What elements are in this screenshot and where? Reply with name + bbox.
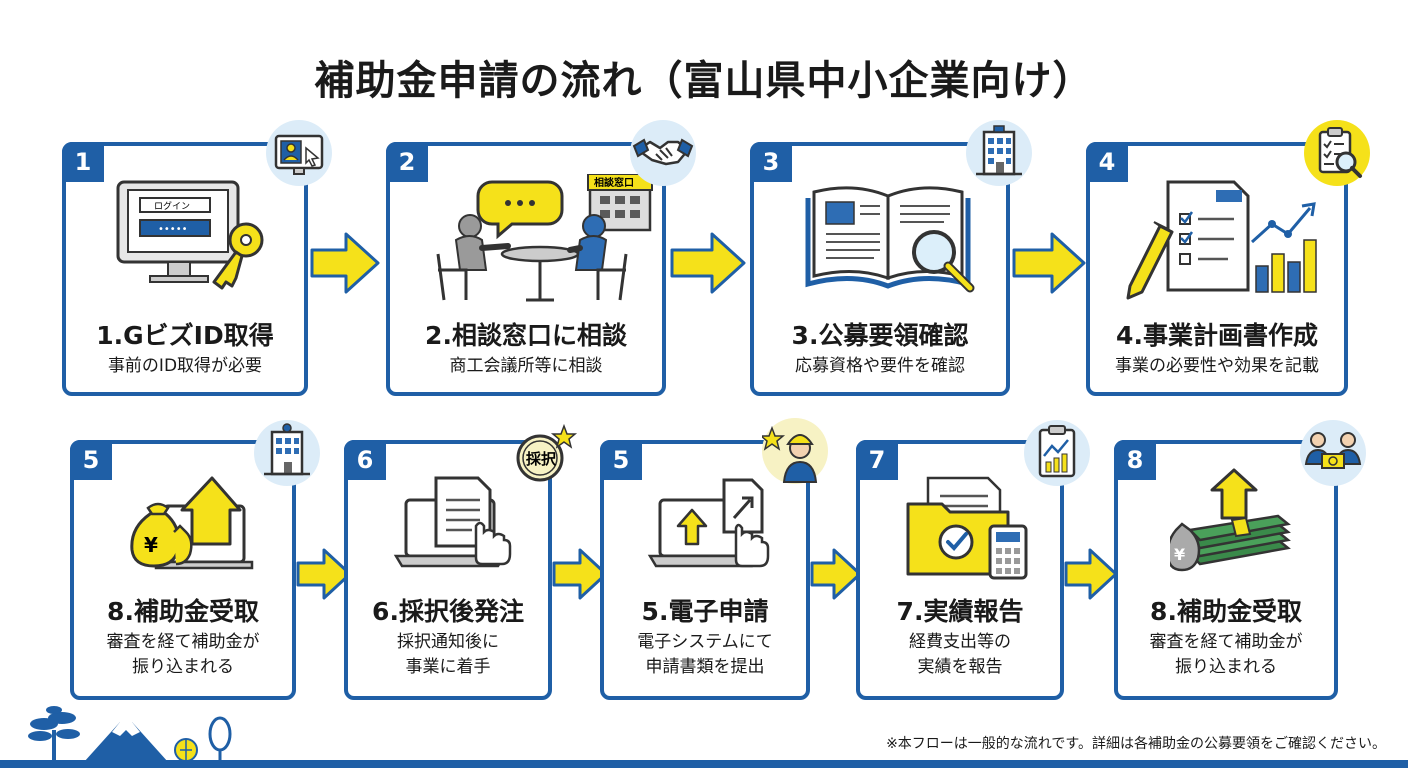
step-number: 4	[1086, 142, 1128, 182]
flow-arrow-6-5	[552, 548, 608, 600]
adoption-stamp-icon: 採択	[512, 420, 578, 486]
money-stack-illustration: ¥	[1170, 468, 1291, 572]
step-number: 5	[70, 440, 112, 480]
flow-arrow-7-8	[1064, 548, 1118, 600]
flow-arrow-2-3	[670, 232, 746, 294]
handshake-icon	[630, 120, 696, 186]
svg-text:¥: ¥	[144, 533, 158, 557]
worker-icon	[762, 418, 828, 484]
business-plan-illustration	[1126, 180, 1317, 300]
step-description: 商工会議所等に相談	[449, 356, 603, 376]
page-title: 補助金申請の流れ（富山県中小企業向け）	[314, 58, 1094, 104]
book-magnifier-illustration	[805, 186, 975, 293]
laptop-upload-illustration	[647, 478, 770, 568]
step-description-line: 実績を報告	[917, 657, 1003, 677]
step-card-7: 5 5.電子申請 電子システムにて 申請書類を提出	[600, 440, 810, 700]
adoption-stamp-text: 採択	[526, 450, 557, 468]
step-description-line: 採択通知後に	[397, 632, 499, 652]
step-title: 1.GビズID取得	[96, 321, 274, 350]
step-number: 5	[600, 440, 642, 480]
step-number: 1	[62, 142, 104, 182]
computer-user-icon	[266, 120, 332, 186]
money-bags-illustration: ¥	[130, 476, 254, 570]
step-description-line: 振り込まれる	[132, 657, 234, 677]
footer-band	[0, 760, 1408, 768]
step-number: 2	[386, 142, 428, 182]
step-description-line: 事業に着手	[405, 657, 491, 677]
toyama-scenery-illustration	[28, 706, 232, 762]
step-description: 応募資格や要件を確認	[795, 356, 965, 376]
clipboard-chart-icon	[1024, 420, 1090, 486]
step-description-line: 審査を経て補助金が	[1149, 632, 1303, 652]
step-title: 5.電子申請	[641, 597, 769, 626]
step-title: 8.補助金受取	[107, 597, 259, 626]
step-number: 7	[856, 440, 898, 480]
step-description: 事前のID取得が必要	[107, 356, 263, 376]
step-title: 4.事業計画書作成	[1116, 321, 1318, 350]
step-description-line: 経費支出等の	[909, 632, 1011, 652]
step-description-line: 審査を経て補助金が	[106, 632, 260, 652]
flow-arrow-1-2	[310, 232, 380, 294]
consultation-illustration: 相談窓口	[436, 174, 653, 302]
step-description-line: 申請書類を提出	[645, 657, 765, 677]
people-money-icon	[1300, 420, 1366, 486]
folder-calculator-illustration	[906, 476, 1028, 580]
step-title: 8.補助金受取	[1150, 597, 1302, 626]
office-building-icon	[966, 120, 1032, 186]
flow-arrow-5-7	[810, 548, 862, 600]
step-description-line: 振り込まれる	[1175, 657, 1277, 677]
footnote: ※本フローは一般的な流れです。詳細は各補助金の公募要領をご確認ください。	[886, 736, 1386, 752]
step-title: 2.相談窓口に相談	[425, 321, 627, 350]
step-card-1: 1 ログイン ••••• 1.GビズID取得 事前のID取得が必要	[62, 142, 308, 396]
step-title: 6.採択後発注	[372, 597, 524, 626]
step-description-line: 電子システムにて	[637, 632, 773, 652]
clipboard-search-icon	[1304, 120, 1370, 186]
flow-arrow-5-6	[296, 548, 352, 600]
consultation-sign: 相談窓口	[594, 176, 634, 189]
login-monitor-illustration: ログイン •••••	[116, 180, 264, 290]
step-title: 3.公募要領確認	[791, 321, 969, 350]
office-building-icon	[254, 420, 320, 486]
step-description: 事業の必要性や効果を記載	[1115, 356, 1319, 376]
step-card-6: 6 6.採択後発注 採択通知後に 事業に着手	[344, 440, 552, 700]
login-label: ログイン	[154, 200, 190, 212]
step-card-8: 7 7.実績報告 経費支出等の 実績を報告	[856, 440, 1064, 700]
step-card-5: 5 ¥ 8.補助金受取 審査を経て補助金が 振り込まれる	[70, 440, 296, 700]
flow-arrow-3-4	[1012, 232, 1086, 294]
laptop-document-illustration	[393, 476, 512, 568]
svg-text:¥: ¥	[1174, 545, 1185, 564]
step-number: 8	[1114, 440, 1156, 480]
step-number: 6	[344, 440, 386, 480]
step-card-9: 8 ¥ 8.補助金受取 審査を経て補助金が 振り込まれる	[1114, 440, 1338, 700]
step-title: 7.実績報告	[896, 597, 1024, 626]
login-password: •••••	[158, 224, 188, 235]
step-number: 3	[750, 142, 792, 182]
step-card-3: 3 3.公募要領確認 応募資格や要件を確認	[750, 142, 1010, 396]
step-card-4: 4 4.事業計画書作成 事業の必要性や効果を記載	[1086, 142, 1348, 396]
step-card-2: 2 相談窓口 2.相談窓口に相談 商工会議所等に相談	[386, 142, 666, 396]
